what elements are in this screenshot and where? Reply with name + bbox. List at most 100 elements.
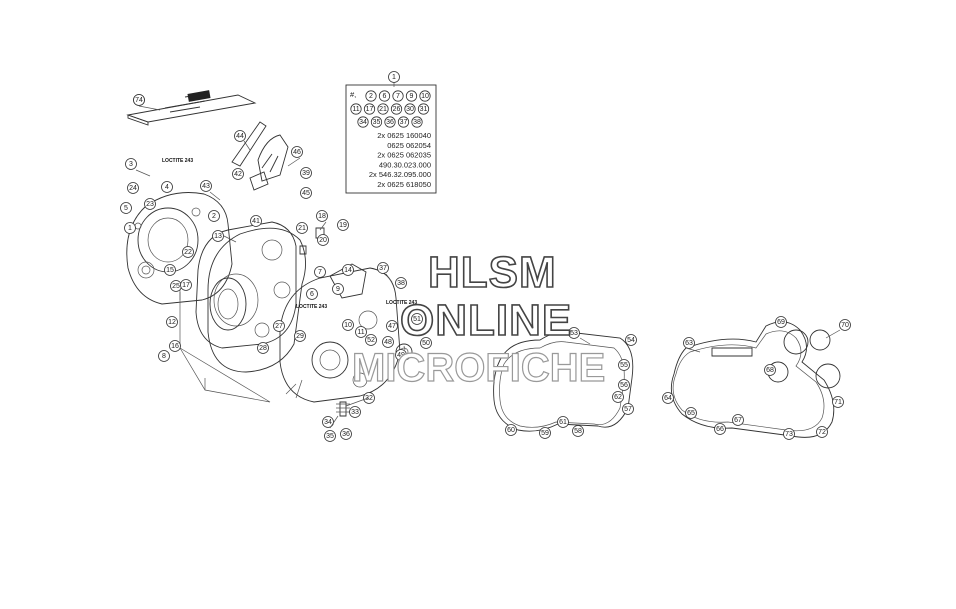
callout-25: 25 bbox=[170, 280, 182, 292]
svg-text:18: 18 bbox=[318, 213, 326, 220]
svg-text:14: 14 bbox=[344, 267, 352, 274]
svg-text:11: 11 bbox=[357, 329, 364, 336]
callout-21: 21 bbox=[377, 103, 389, 115]
leader-line bbox=[825, 329, 841, 339]
svg-text:37: 37 bbox=[400, 119, 408, 126]
leader-line bbox=[385, 273, 393, 283]
leader-line bbox=[685, 347, 701, 353]
callout-55: 55 bbox=[618, 359, 630, 371]
svg-text:26: 26 bbox=[393, 106, 401, 113]
loctite-label: LOCTITE 243 bbox=[162, 158, 193, 164]
svg-text:55: 55 bbox=[620, 362, 628, 369]
leader-line bbox=[138, 105, 161, 111]
svg-text:54: 54 bbox=[627, 337, 635, 344]
callout-14: 14 bbox=[342, 264, 354, 276]
svg-text:66: 66 bbox=[716, 426, 724, 433]
callout-2: 2 bbox=[208, 210, 220, 222]
leader-line bbox=[319, 221, 327, 231]
callout-18: 18 bbox=[316, 210, 328, 222]
svg-text:33: 33 bbox=[351, 409, 359, 416]
callout-29: 29 bbox=[294, 330, 306, 342]
callout-74: 74 bbox=[133, 94, 145, 106]
svg-text:44: 44 bbox=[236, 133, 244, 140]
callout-38: 38 bbox=[395, 277, 407, 289]
svg-text:7: 7 bbox=[396, 93, 400, 100]
callout-65: 65 bbox=[685, 407, 697, 419]
svg-text:8: 8 bbox=[162, 353, 166, 360]
svg-text:19: 19 bbox=[339, 222, 347, 229]
watermark-line-2: ONLINE bbox=[399, 295, 573, 346]
svg-text:2: 2 bbox=[369, 93, 373, 100]
callout-38: 38 bbox=[411, 116, 423, 128]
leader-line bbox=[209, 191, 221, 201]
callout-44: 44 bbox=[234, 130, 246, 142]
svg-text:74: 74 bbox=[135, 97, 143, 104]
svg-text:34: 34 bbox=[359, 119, 367, 126]
svg-text:39: 39 bbox=[302, 170, 310, 177]
svg-text:48: 48 bbox=[384, 339, 392, 346]
kit-part-number: 2x 546.32.095.000 bbox=[369, 170, 431, 179]
callout-23: 23 bbox=[144, 198, 156, 210]
svg-text:35: 35 bbox=[373, 119, 381, 126]
svg-text:46: 46 bbox=[293, 149, 301, 156]
svg-text:23: 23 bbox=[146, 201, 154, 208]
svg-text:61: 61 bbox=[559, 419, 567, 426]
svg-text:21: 21 bbox=[298, 225, 306, 232]
callout-22: 22 bbox=[182, 246, 194, 258]
callout-4: 4 bbox=[161, 181, 173, 193]
svg-text:22: 22 bbox=[184, 249, 192, 256]
svg-text:62: 62 bbox=[614, 394, 622, 401]
svg-text:58: 58 bbox=[574, 428, 582, 435]
svg-text:2: 2 bbox=[212, 213, 216, 220]
callout-20: 20 bbox=[317, 234, 329, 246]
svg-text:5: 5 bbox=[124, 205, 128, 212]
callout-37: 37 bbox=[397, 116, 410, 128]
callout-56: 56 bbox=[618, 379, 630, 391]
callout-6: 6 bbox=[378, 90, 391, 102]
callout-5: 5 bbox=[120, 202, 132, 214]
svg-text:72: 72 bbox=[818, 429, 826, 436]
callout-36: 36 bbox=[384, 116, 396, 128]
callout-7: 7 bbox=[314, 266, 326, 278]
watermark-line-1: HLSM bbox=[427, 247, 557, 298]
svg-text:28: 28 bbox=[259, 345, 267, 352]
left-crankcase bbox=[207, 227, 306, 373]
svg-text:6: 6 bbox=[383, 93, 387, 100]
callout-10: 10 bbox=[342, 319, 354, 331]
svg-text:36: 36 bbox=[386, 119, 394, 126]
callout-3: 3 bbox=[125, 158, 137, 170]
svg-text:35: 35 bbox=[326, 433, 334, 440]
svg-text:13: 13 bbox=[214, 233, 222, 240]
callout-69: 69 bbox=[775, 316, 787, 328]
callout-35: 35 bbox=[370, 116, 383, 128]
callout-26: 26 bbox=[390, 103, 403, 115]
callout-16: 16 bbox=[169, 340, 181, 352]
kit-part-number: 2x 0625 062035 bbox=[377, 151, 431, 160]
svg-text:43: 43 bbox=[202, 183, 210, 190]
svg-text:4: 4 bbox=[165, 184, 169, 191]
callout-24: 24 bbox=[127, 182, 139, 194]
callout-31: 31 bbox=[417, 103, 430, 115]
callout-34: 34 bbox=[357, 116, 369, 128]
svg-text:9: 9 bbox=[336, 286, 340, 293]
leader-line bbox=[403, 345, 406, 351]
svg-text:68: 68 bbox=[766, 367, 774, 374]
svg-text:6: 6 bbox=[310, 291, 314, 298]
svg-text:56: 56 bbox=[620, 382, 628, 389]
callout-34: 34 bbox=[322, 416, 334, 428]
svg-text:65: 65 bbox=[687, 410, 695, 417]
svg-text:71: 71 bbox=[834, 399, 842, 406]
svg-text:30: 30 bbox=[406, 106, 414, 113]
svg-text:31: 31 bbox=[420, 106, 428, 113]
loctite-label: LOCTITE 243 bbox=[386, 300, 417, 306]
svg-text:12: 12 bbox=[168, 319, 176, 326]
svg-text:1: 1 bbox=[392, 74, 396, 81]
callout-10: 10 bbox=[419, 90, 431, 102]
callout-62: 62 bbox=[612, 391, 624, 403]
callout-43: 43 bbox=[200, 180, 212, 192]
kit-part-number: 2x 0625 160040 bbox=[377, 131, 431, 140]
callout-68: 68 bbox=[764, 364, 776, 376]
callout-9: 9 bbox=[332, 283, 344, 295]
